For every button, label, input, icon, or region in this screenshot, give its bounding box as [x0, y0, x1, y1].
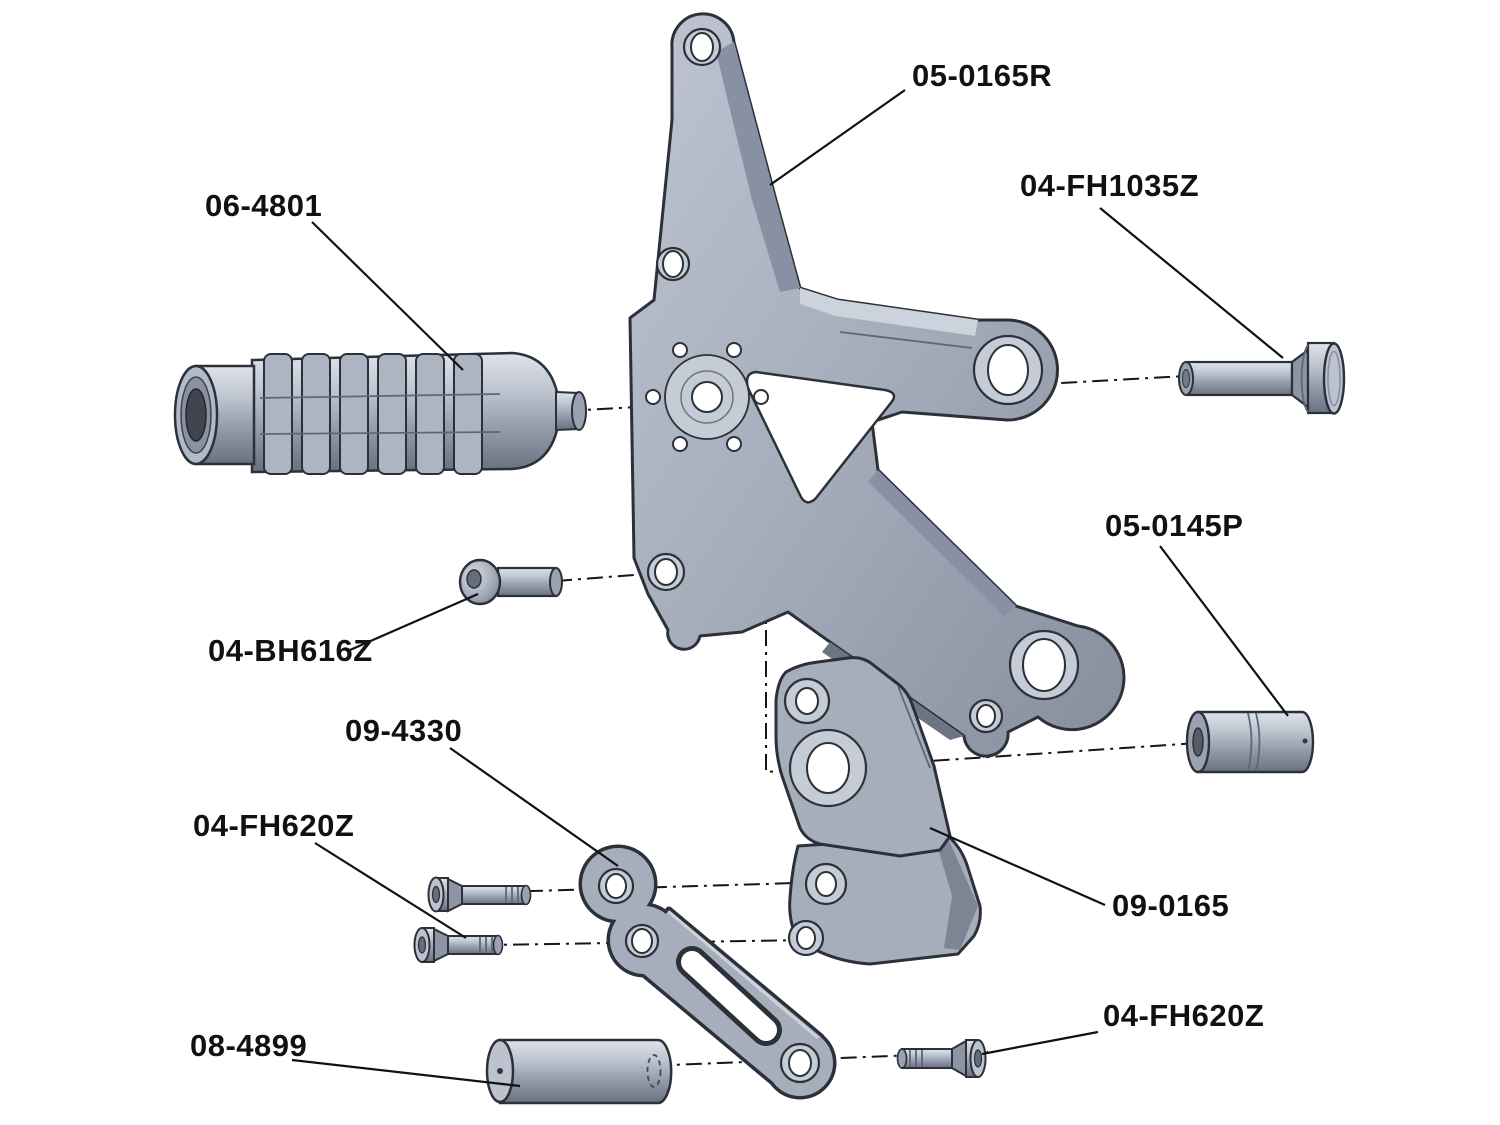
part-flat-head-bolt-lower	[896, 1039, 987, 1078]
bolt-tip-socket	[1181, 368, 1191, 389]
mount-block-lower-holes	[787, 862, 848, 957]
grip-nose	[571, 391, 587, 431]
leader-main-bracket	[769, 89, 906, 186]
mount-block-upper-holes	[783, 677, 868, 808]
label-button-head-bolt: 04-BH616Z	[208, 633, 373, 668]
part-link-arm	[578, 844, 837, 1100]
tube-hidden-bore	[646, 1054, 662, 1088]
label-spacer-tube: 08-4899	[190, 1028, 307, 1063]
leader-shoulder-bolt	[1099, 207, 1284, 359]
leader-spacer-tube	[291, 1058, 521, 1088]
bolt-hex-socket	[431, 885, 441, 904]
label-mount-block: 09-0165	[1112, 888, 1229, 923]
bolt-threads	[505, 887, 519, 903]
bracket-foot-tab-hole	[646, 552, 686, 592]
leader-link-arm	[449, 747, 619, 867]
label-flat-head-bolt-lower: 04-FH620Z	[1103, 998, 1264, 1033]
centerline-spacer-axis	[765, 568, 1199, 774]
grip-ribs	[259, 353, 501, 475]
leader-spacer	[1159, 545, 1289, 717]
part-shoulder-bolt	[1178, 341, 1346, 415]
label-flat-head-bolt-upper: 04-FH620Z	[193, 808, 354, 843]
part-footpeg-grip	[173, 351, 587, 475]
mount-block-side-face	[938, 838, 978, 950]
label-spacer: 05-0145P	[1105, 508, 1243, 543]
part-spacer	[1185, 710, 1315, 774]
leader-flat-head-bolt-upper	[314, 842, 467, 939]
part-flat-head-bolt-upper-1	[427, 876, 532, 913]
bolt-hex-socket	[973, 1049, 983, 1068]
leader-mount-block	[929, 826, 1106, 907]
link-arm-holes	[597, 867, 821, 1084]
grip-open-end	[173, 364, 219, 466]
leader-lines	[291, 89, 1289, 1088]
bracket-lower-boss	[968, 629, 1080, 734]
bracket-hub-bolt-pattern	[645, 342, 769, 452]
spacer-bore	[1192, 727, 1204, 757]
leader-grip	[311, 221, 464, 371]
bolt-hex-socket	[466, 569, 482, 589]
label-main-bracket: 05-0165R	[912, 58, 1052, 93]
tube-center-mark	[497, 1068, 503, 1074]
link-arm-slot	[676, 946, 782, 1046]
bracket-top-mount-holes	[655, 27, 722, 282]
label-grip: 06-4801	[205, 188, 322, 223]
grip-bore-hole	[185, 388, 207, 442]
part-main-bracket	[628, 12, 1126, 758]
label-link-arm: 09-4330	[345, 713, 462, 748]
bolt-hex-socket	[417, 936, 427, 954]
bracket-peg-boss	[972, 334, 1044, 406]
spacer-center-mark	[1302, 738, 1308, 744]
bracket-triangular-cutout	[745, 370, 896, 504]
part-flat-head-bolt-upper-2	[413, 927, 504, 963]
bolt-threads	[909, 1050, 923, 1067]
bolt-threads	[479, 937, 493, 953]
leader-button-head-bolt	[349, 592, 479, 652]
bolt-head-face	[1322, 342, 1346, 415]
part-mount-block	[774, 656, 982, 966]
label-shoulder-bolt: 04-FH1035Z	[1020, 168, 1199, 203]
part-spacer-tube	[485, 1038, 673, 1105]
leader-flat-head-bolt-lower	[981, 1030, 1099, 1056]
part-button-head-bolt	[458, 558, 563, 606]
part-labels: 05-0165R 04-FH1035Z 06-4801 05-0145P 04-…	[190, 58, 1264, 1063]
